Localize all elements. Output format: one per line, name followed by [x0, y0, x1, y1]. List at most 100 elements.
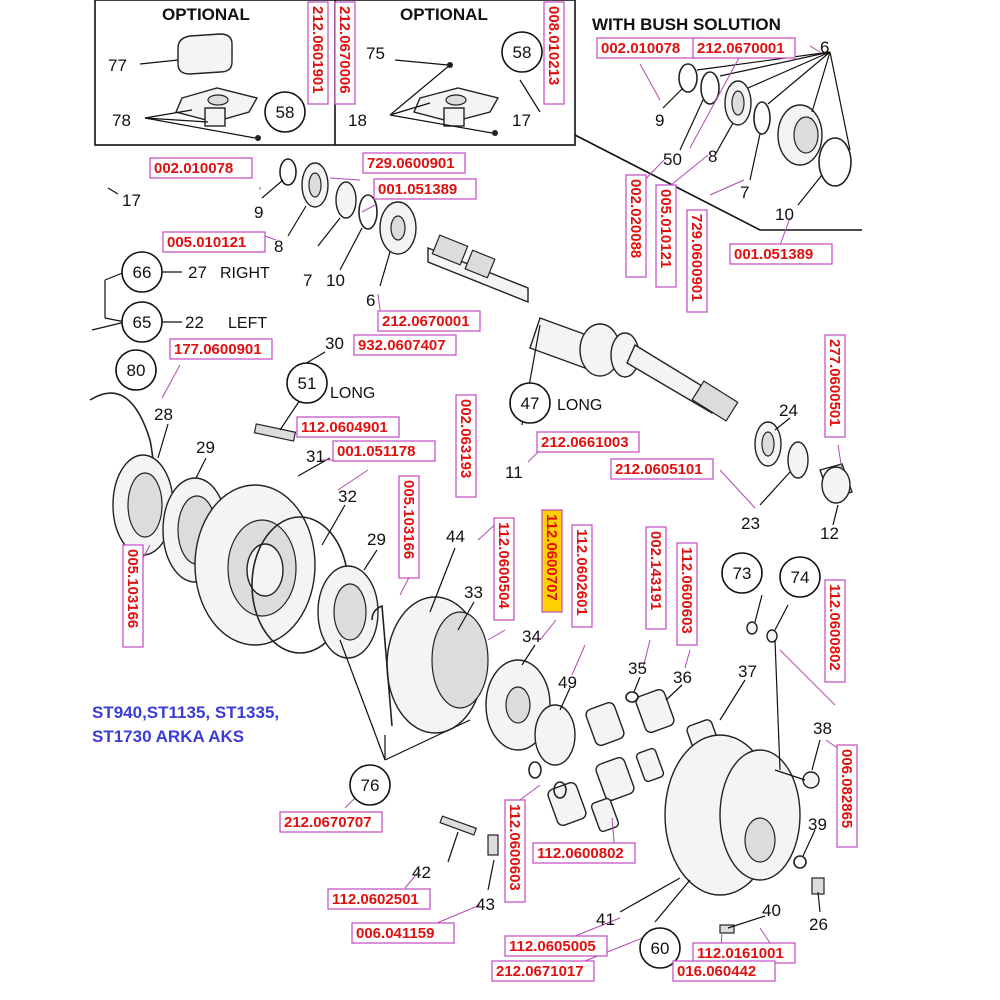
- part-number-vertical: 006.082865: [836, 744, 858, 848]
- callout-number: 39: [808, 815, 827, 834]
- callout-number: 17: [122, 191, 141, 210]
- part-number[interactable]: 112.0161001: [697, 945, 784, 962]
- part-number[interactable]: 001.051389: [734, 246, 813, 263]
- part-number[interactable]: 212.0670001: [382, 313, 470, 330]
- label-left: LEFT: [228, 315, 267, 332]
- callout-number: 37: [738, 662, 757, 681]
- part-number-vertical: 112.0600802: [824, 579, 846, 683]
- part-number[interactable]: 002.010078: [601, 40, 680, 57]
- circled-callout-number: 76: [361, 776, 380, 795]
- part-number[interactable]: 005.010121: [657, 189, 674, 268]
- part-number-box: [532, 842, 636, 864]
- part-number-vertical: 112.0600504: [493, 517, 515, 621]
- circled-callout-ring: [121, 301, 163, 343]
- callout-number: 43: [476, 895, 495, 914]
- callout-number: 31: [306, 447, 325, 466]
- part-number-box: [353, 334, 457, 356]
- circled-callout-ring: [286, 362, 328, 404]
- part-number-vertical: 212.0670006: [334, 1, 356, 105]
- part-number-vertical: 729.0600901: [686, 209, 708, 313]
- part-number[interactable]: 212.0601901: [309, 6, 326, 94]
- callout-number: 6: [820, 38, 829, 57]
- part-number[interactable]: 002.143191: [647, 531, 664, 610]
- part-number[interactable]: 177.0600901: [174, 341, 262, 358]
- part-number[interactable]: 001.051178: [337, 443, 415, 460]
- callout-number: 8: [274, 237, 283, 256]
- part-number[interactable]: 001.051389: [378, 181, 457, 198]
- part-number-box: [504, 799, 526, 903]
- part-number[interactable]: 112.0600802: [826, 584, 843, 671]
- part-number[interactable]: 112.0605005: [509, 938, 596, 955]
- part-number-box: [686, 209, 708, 313]
- callout-number: 34: [522, 627, 541, 646]
- callout-number: 44: [446, 527, 465, 546]
- part-number[interactable]: 112.0604901: [301, 419, 388, 436]
- part-number[interactable]: 002.010078: [154, 160, 233, 177]
- circled-callout-number: 60: [651, 939, 670, 958]
- part-number-box: [149, 157, 253, 179]
- part-number-vertical: 277.0600501: [824, 334, 846, 438]
- part-number[interactable]: 006.041159: [356, 925, 434, 942]
- part-number-box: [377, 310, 481, 332]
- callout-number: 38: [813, 719, 832, 738]
- callout-number: 18: [348, 111, 367, 130]
- part-number[interactable]: 212.0605101: [615, 461, 703, 478]
- part-number[interactable]: 112.0602501: [332, 891, 419, 908]
- circled-callout-number: 80: [127, 361, 146, 380]
- part-number[interactable]: 212.0670707: [284, 814, 372, 831]
- part-number[interactable]: 016.060442: [677, 963, 756, 980]
- part-number[interactable]: 212.0670001: [697, 40, 785, 57]
- part-drawings: [89, 33, 853, 934]
- part-number[interactable]: 212.0670006: [336, 6, 353, 94]
- highlighted-part-number[interactable]: 112.0600707: [543, 514, 560, 601]
- part-number[interactable]: 932.0607407: [358, 337, 446, 354]
- part-number-vertical: 002.063193: [455, 394, 477, 498]
- part-number-labels: 212.0601901 212.0670006 008.010213 002.0100…: [122, 1, 858, 982]
- part-number[interactable]: 112.0600504: [495, 522, 512, 609]
- callout-number: 24: [779, 401, 798, 420]
- callout-number: 10: [775, 205, 794, 224]
- part-number[interactable]: 112.0600603: [506, 804, 523, 891]
- part-number-vertical: 005.010121: [655, 184, 677, 288]
- callout-number: 41: [596, 910, 615, 929]
- optional-right-header: OPTIONAL: [400, 5, 488, 24]
- part-number[interactable]: 729.0600901: [688, 214, 705, 302]
- part-number[interactable]: 005.010121: [167, 234, 246, 251]
- callout-number: 7: [303, 271, 312, 290]
- label-right: RIGHT: [220, 265, 270, 282]
- callout-number: 12: [820, 524, 839, 543]
- part-number-vertical: 112.0600707: [541, 509, 563, 613]
- part-number-box: [625, 174, 647, 278]
- part-number[interactable]: 002.063193: [457, 399, 474, 478]
- part-number-box: [571, 524, 593, 628]
- circled-callout-number: 74: [791, 568, 810, 587]
- part-number-box: [162, 231, 266, 253]
- part-number[interactable]: 112.0600603: [678, 547, 695, 634]
- part-number-box: [362, 152, 466, 174]
- part-number-box: [676, 542, 698, 646]
- model-line-2: ST1730 ARKA AKS: [92, 727, 244, 746]
- callout-number: 28: [154, 405, 173, 424]
- callout-number: 23: [741, 514, 760, 533]
- part-number-box: [836, 744, 858, 848]
- part-number[interactable]: 729.0600901: [367, 155, 455, 172]
- part-number[interactable]: 008.010213: [545, 6, 562, 85]
- part-number-box: [541, 509, 563, 613]
- part-number-box: [327, 888, 431, 910]
- part-number[interactable]: 005.103166: [400, 480, 417, 559]
- part-number[interactable]: 212.0661003: [541, 434, 629, 451]
- callout-number: 9: [655, 111, 664, 130]
- part-number[interactable]: 112.0600802: [537, 845, 624, 862]
- part-number[interactable]: 277.0600501: [826, 339, 843, 427]
- callout-number: 29: [196, 438, 215, 457]
- part-number[interactable]: 212.0671017: [496, 963, 584, 980]
- circled-callout-ring: [349, 764, 391, 806]
- circled-callout-number: 65: [133, 313, 152, 332]
- part-number[interactable]: 002.020088: [627, 179, 644, 258]
- part-number[interactable]: 112.0602601: [573, 529, 590, 616]
- part-number[interactable]: 006.082865: [838, 749, 855, 828]
- part-number[interactable]: 005.103166: [124, 549, 141, 628]
- callout-number: 75: [366, 44, 385, 63]
- part-number-box: [729, 243, 833, 265]
